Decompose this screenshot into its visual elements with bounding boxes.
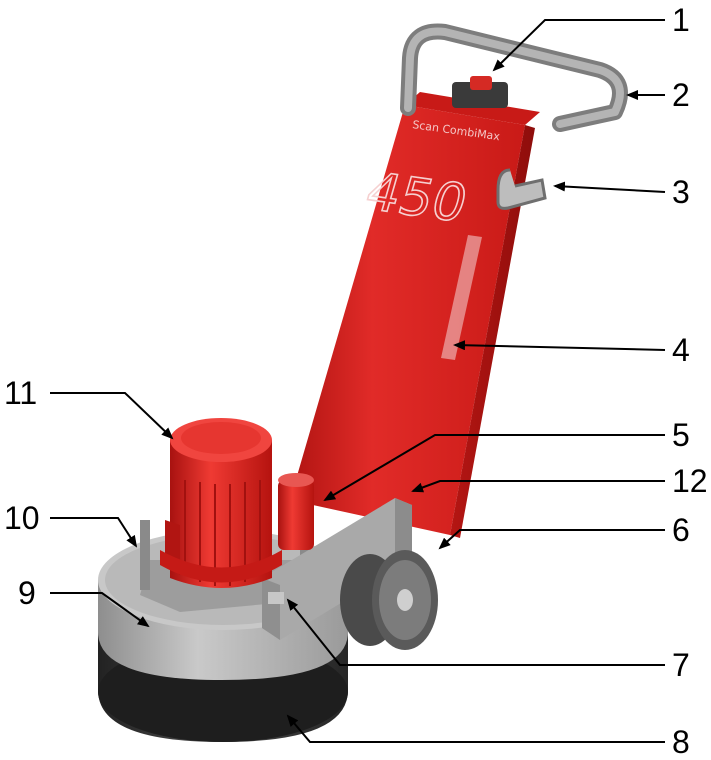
leader-12 [411,480,665,493]
leader-3 [553,181,666,193]
callout-5: 5 [672,417,690,453]
model-number: 450 [359,162,474,234]
electric-motor [160,418,282,588]
leader-1 [492,19,665,72]
leader-lines [50,19,666,743]
start-switch [452,76,508,108]
leader-10 [50,517,138,548]
cable-hook [496,168,547,210]
leader-7 [286,598,665,666]
callout-2: 2 [672,77,690,113]
grinder-machine: Scan CombiMax 450 [98,23,628,742]
callout-1: 1 [672,2,690,38]
leader-8 [286,714,665,743]
mount-post-left [140,520,150,590]
leader-4 [453,340,666,351]
leader-9 [50,592,150,628]
callout-12: 12 [672,463,708,499]
leader-5 [323,434,665,502]
wheel-frame [262,498,412,640]
callout-7: 7 [672,647,690,683]
callout-4: 4 [672,332,690,368]
leader-6 [438,529,665,550]
callout-numbers: 1 2 3 4 5 6 7 8 9 10 11 12 [4,2,708,760]
rear-wheel [340,550,438,650]
handle-bar [400,23,628,132]
callout-9: 9 [18,575,36,611]
callout-3: 3 [672,174,690,210]
callout-6: 6 [672,512,690,548]
callout-11: 11 [4,375,37,411]
main-column: Scan CombiMax 450 [290,92,540,538]
callout-8: 8 [672,724,690,760]
leader-11 [50,392,174,440]
capacitor-box [278,473,314,550]
callout-10: 10 [4,500,40,536]
